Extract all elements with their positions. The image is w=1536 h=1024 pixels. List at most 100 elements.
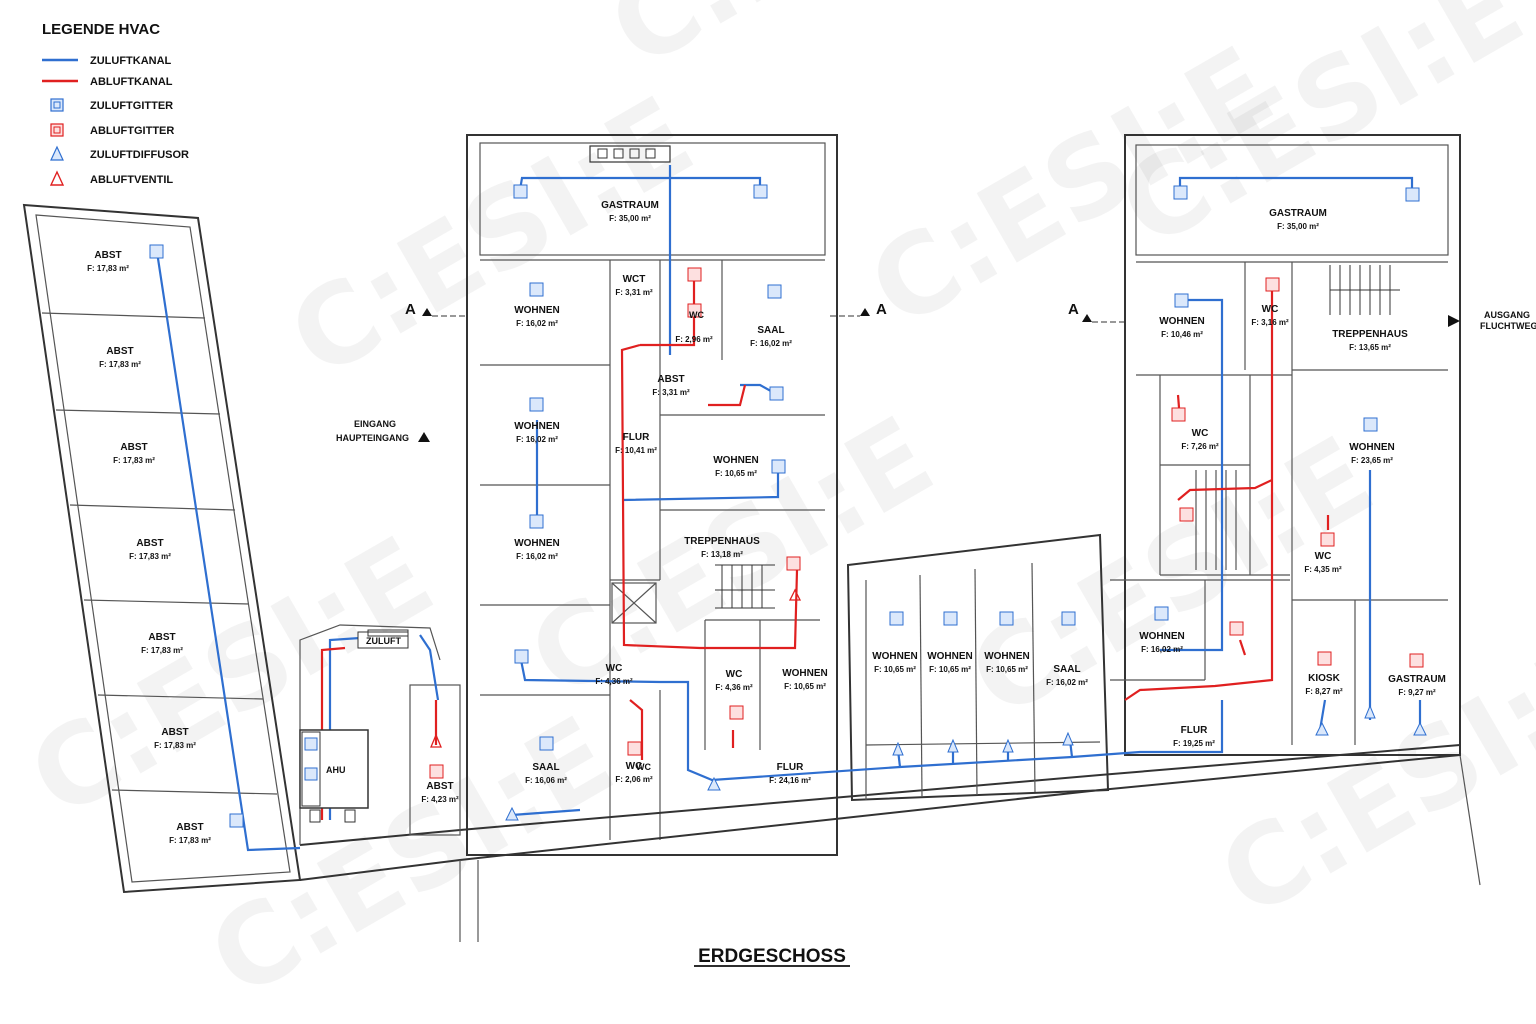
- supply-grille-icon: [514, 649, 529, 664]
- ahu-label: AHU: [326, 765, 346, 775]
- supply-diffuser-icon: [892, 741, 904, 756]
- room-area: F: 4,36 m²: [715, 683, 753, 692]
- room-area: F: 16,02 m²: [516, 552, 558, 561]
- wc-small-label: WC: [689, 310, 704, 320]
- supply-diffuser-icon: [1413, 721, 1427, 736]
- room-name: WC: [626, 761, 643, 772]
- room-area: F: 13,65 m²: [1349, 343, 1391, 352]
- room-name: SAAL: [757, 325, 784, 336]
- room-name: WC: [1192, 428, 1209, 439]
- room-name: ABST: [148, 632, 175, 643]
- supply-grille-icon: [529, 514, 544, 529]
- room-area: F: 24,16 m²: [769, 776, 811, 785]
- room-area: F: 3,31 m²: [615, 288, 653, 297]
- room-area: F: 17,83 m²: [141, 646, 183, 655]
- room-labels: ABST F: 17,83 m² ABST F: 17,83 m² ABST F: 17,…: [87, 200, 1446, 845]
- supply-grilles: [149, 184, 1420, 828]
- room-name: SAAL: [532, 762, 559, 773]
- legend-label: ZULUFTKANAL: [90, 55, 172, 67]
- room-name: TREPPENHAUS: [684, 536, 760, 547]
- supply-diffuser-icon: [1364, 704, 1376, 719]
- room-name: WOHNEN: [782, 668, 828, 679]
- room-area: F: 16,06 m²: [525, 776, 567, 785]
- eingang-label: EINGANG: [354, 419, 396, 429]
- room-name: ABST: [657, 374, 684, 385]
- room-name: GASTRAUM: [1269, 208, 1327, 219]
- supply-grille-icon: [1405, 187, 1420, 202]
- watermark-text: C:ESI:E: [189, 692, 633, 1022]
- supply-grille-icon: [769, 386, 784, 401]
- room-area: F: 10,65 m²: [929, 665, 971, 674]
- room-name: FLUR: [777, 762, 804, 773]
- supply-grille-icon: [50, 98, 64, 112]
- exhaust-grille-icon: [1317, 651, 1332, 666]
- supply-diffuser-icon: [707, 776, 721, 791]
- supply-grille-icon: [529, 397, 544, 412]
- room-name: WOHNEN: [514, 421, 560, 432]
- room-area: F: 16,02 m²: [516, 319, 558, 328]
- exhaust-valve-icon: [49, 170, 65, 186]
- supply-grille-icon: [1061, 611, 1076, 626]
- room-name: WOHNEN: [514, 538, 560, 549]
- room-name: WOHNEN: [1139, 631, 1185, 642]
- wc-small-label: WC: [636, 762, 651, 772]
- supply-grille-icon: [1174, 293, 1189, 308]
- supply-grille-icon: [1154, 606, 1169, 621]
- exhaust-grille-icon: [1409, 653, 1424, 668]
- central-building: [466, 134, 838, 856]
- room-area: F: 23,65 m²: [1351, 456, 1393, 465]
- ausgang-label: AUSGANG: [1484, 310, 1530, 320]
- ahu-unit: AHU ZULUFT: [299, 629, 409, 823]
- exhaust-grilles: [429, 267, 1424, 779]
- exhaust-grille-icon: [1265, 277, 1280, 292]
- room-name: SAAL: [1053, 664, 1080, 675]
- supply-grille-icon: [1363, 417, 1378, 432]
- supply-diffuser-icon: [947, 738, 959, 753]
- room-name: WOHNEN: [872, 651, 918, 662]
- legend-label: ABLUFTGITTER: [90, 125, 174, 137]
- room-area: F: 10,65 m²: [986, 665, 1028, 674]
- exhaust-grille-icon: [1229, 621, 1244, 636]
- room-name: WOHNEN: [1159, 316, 1205, 327]
- room-name: GASTRAUM: [601, 200, 659, 211]
- room-area: F: 10,65 m²: [874, 665, 916, 674]
- room-name: ABST: [136, 538, 163, 549]
- entrance-arrow-icon: [418, 432, 430, 442]
- supply-grille-icon: [149, 244, 164, 259]
- watermark: C:ESI:E C:ESI:E C:ESI:E C:ESI:E C:ESI:E …: [9, 0, 1536, 1023]
- supply-grille-icon: [943, 611, 958, 626]
- exhaust-grille-icon: [627, 741, 642, 756]
- supply-diffuser-icon: [1315, 721, 1329, 736]
- room-area: F: 2,96 m²: [675, 335, 713, 344]
- room-name: ABST: [426, 781, 453, 792]
- room-area: F: 10,46 m²: [1161, 330, 1203, 339]
- room-name: ABST: [176, 822, 203, 833]
- room-area: F: 16,02 m²: [516, 435, 558, 444]
- room-area: F: 19,25 m²: [1173, 739, 1215, 748]
- room-name: FLUR: [1181, 725, 1208, 736]
- room-area: F: 17,83 m²: [129, 552, 171, 561]
- exhaust-grille-icon: [1171, 407, 1186, 422]
- room-name: WOHNEN: [713, 455, 759, 466]
- supply-grille-icon: [229, 813, 244, 828]
- room-area: F: 16,02 m²: [1141, 645, 1183, 654]
- legend-label: ZULUFTGITTER: [90, 100, 173, 112]
- zuluft-label: ZULUFT: [366, 636, 401, 646]
- exhaust-grille-icon: [1320, 532, 1335, 547]
- room-area: F: 17,83 m²: [87, 264, 129, 273]
- supply-grille-icon: [999, 611, 1014, 626]
- room-name: WOHNEN: [1349, 442, 1395, 453]
- supply-grille-icon: [513, 184, 528, 199]
- watermark-text: C:ESI:E: [589, 0, 1033, 93]
- exhaust-grille-icon: [786, 556, 801, 571]
- room-area: F: 16,02 m²: [750, 339, 792, 348]
- exhaust-grille-icon: [687, 267, 702, 282]
- supply-grille-icon: [753, 184, 768, 199]
- room-area: F: 17,83 m²: [113, 456, 155, 465]
- room-area: F: 17,83 m²: [99, 360, 141, 369]
- room-name: WC: [606, 663, 623, 674]
- diffusers: [430, 588, 1427, 821]
- supply-grille-icon: [1173, 185, 1188, 200]
- watermark-text: C:ESI:E: [1199, 612, 1536, 942]
